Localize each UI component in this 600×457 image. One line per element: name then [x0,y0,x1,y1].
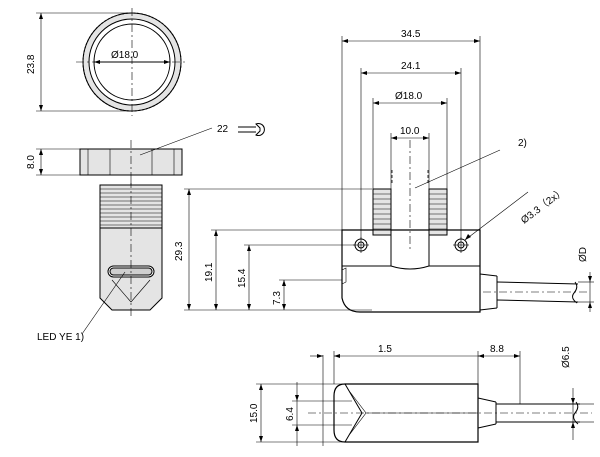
dim-body-height-19: 19.1 [204,229,342,310]
bottom-offset-label: 1.5 [378,344,392,355]
dim-total-width: 34.5 [341,29,481,230]
connector-height-label: 29.3 [174,241,185,261]
body-height-7-label: 7.3 [272,291,283,305]
dim-connector-height: 29.3 [174,188,372,311]
nut-inner-diameter-label: Ø18.0 [111,50,139,61]
hole-spacing-label: 24.1 [401,61,421,72]
dim-nut-height: 23.8 [26,12,132,112]
total-width-label: 34.5 [401,29,421,40]
cable-length-offset-label: 8.8 [490,344,504,355]
wrench-size-label: 22 [217,124,229,135]
dim-bottom-offset: 1.5 [310,344,480,384]
bottom-inner-height-label: 6.4 [285,407,296,421]
dim-bottom-height: 15.0 [249,383,345,443]
led-label: LED YE 1) [37,332,84,343]
mounting-hole-label: Ø3.3（2x） [519,185,568,226]
sensor-bottom-view [308,355,592,446]
led-callout: LED YE 1) [37,271,126,343]
dim-body-height-7: 7.3 [272,279,342,310]
nut-thickness-label: 8.0 [26,155,37,169]
dim-bottom-inner-height: 6.4 [285,382,352,446]
nut-height-label: 23.8 [26,54,37,74]
dim-nut-thickness: 8.0 [26,148,80,176]
dim-inner-width: 10.0 [390,126,430,189]
dim-body-height-15: 15.4 [237,244,355,310]
cable-diameter-label: Ø6.5 [561,346,572,368]
cable-diameter-side-label: ØD [578,247,589,262]
sensor-side-view [341,140,590,313]
knurled-nut-top-view: Ø18.0 [76,8,188,116]
bottom-height-label: 15.0 [249,403,260,423]
threaded-connector [99,180,163,318]
note-2-callout: 2) [414,138,527,189]
wrench-icon [238,123,265,136]
nut-side-view [79,140,183,190]
dim-cable-diameter: Ø6.5 [561,346,594,440]
body-height-15-label: 15.4 [237,268,248,288]
dim-cable-diameter-side: ØD [578,247,594,312]
stud-threads [373,193,447,230]
inner-width-label: 10.0 [400,126,420,137]
thread-diameter-label: Ø18.0 [395,91,423,102]
mounting-hole-left [353,237,369,253]
note-2-label: 2) [518,138,527,149]
wrench-callout: 22 [139,123,265,156]
dim-cable-length-offset: 8.8 [477,344,521,404]
body-height-19-label: 19.1 [204,262,215,282]
mounting-hole-right [453,237,469,253]
dim-hole-spacing: 24.1 [360,61,462,239]
